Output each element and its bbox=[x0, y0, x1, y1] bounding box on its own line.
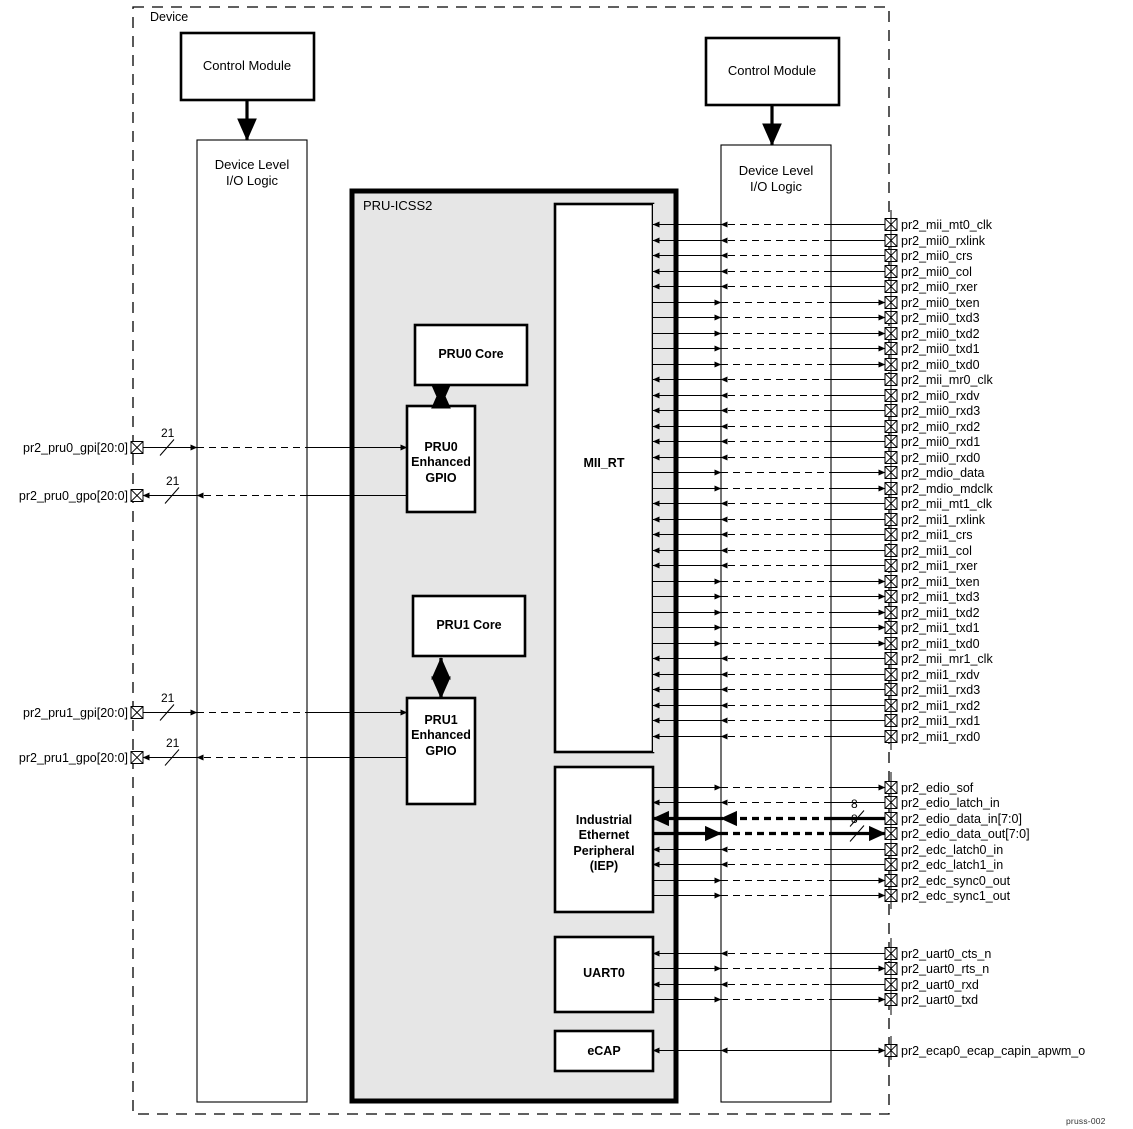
signal-label-pr2_mii0_txd1: pr2_mii0_txd1 bbox=[901, 341, 980, 356]
device-io-logic-right-label: Device Level I/O Logic bbox=[738, 163, 814, 194]
signal-label-pr2_mii0_rxd3: pr2_mii0_rxd3 bbox=[901, 403, 981, 418]
signal-label-pr2_edio_data_out[7:0]: pr2_edio_data_out[7:0] bbox=[901, 826, 1030, 841]
signal-label-pr2_mii1_txd0: pr2_mii1_txd0 bbox=[901, 636, 980, 651]
bus-width-pr2_pru1_gpi[20:0]-slash bbox=[159, 704, 175, 721]
signal-label-pr2_mii_mr0_clk: pr2_mii_mr0_clk bbox=[901, 372, 993, 387]
pru0-gpio-label: PRU0 Enhanced GPIO bbox=[411, 440, 471, 485]
pin-pr2_pru1_gpi[20:0] bbox=[130, 706, 144, 719]
pru1-gpio-block bbox=[405, 696, 477, 806]
signal-label-pr2_edio_sof: pr2_edio_sof bbox=[901, 780, 974, 795]
bus-width-pr2_edio_data_in[7:0]: 8 bbox=[851, 796, 858, 811]
signal-label-pr2_mii_mr1_clk: pr2_mii_mr1_clk bbox=[901, 651, 993, 666]
signal-label-pr2_mii0_col: pr2_mii0_col bbox=[901, 264, 972, 279]
device-label: Device bbox=[150, 10, 189, 24]
ecap-label: eCAP bbox=[587, 1044, 621, 1058]
signal-label-pr2_mii1_rxer: pr2_mii1_rxer bbox=[901, 558, 978, 573]
signal-label-pr2_edio_data_in[7:0]: pr2_edio_data_in[7:0] bbox=[901, 811, 1022, 826]
signal-label-pr2_mii1_rxd2: pr2_mii1_rxd2 bbox=[901, 698, 981, 713]
signal-label-pr2_edc_sync1_out: pr2_edc_sync1_out bbox=[901, 888, 1011, 903]
iep-label: Industrial Ethernet Peripheral (IEP) bbox=[573, 813, 635, 873]
signal-label-pr2_mii0_txd3: pr2_mii0_txd3 bbox=[901, 310, 980, 325]
signal-label-pr2_uart0_txd: pr2_uart0_txd bbox=[901, 992, 979, 1007]
signal-label-pr2_uart0_rxd: pr2_uart0_rxd bbox=[901, 977, 979, 992]
bus-width-pr2_edio_data_out[7:0]: 8 bbox=[851, 811, 858, 826]
signal-label-pr2_mii1_col: pr2_mii1_col bbox=[901, 543, 972, 558]
signal-label-pr2_mii0_rxer: pr2_mii0_rxer bbox=[901, 279, 978, 294]
bus-width-pr2_pru0_gpi[20:0]: 21 bbox=[161, 425, 175, 440]
bus-width-pr2_edio_data_out[7:0]-slash bbox=[849, 825, 865, 842]
bus-width-pr2_pru0_gpo[20:0]-slash bbox=[164, 487, 180, 504]
pru0-gpio-block bbox=[405, 404, 477, 514]
device-io-logic-left-label: Device Level I/O Logic bbox=[214, 157, 290, 188]
signal-label-pr2_mii1_crs: pr2_mii1_crs bbox=[901, 527, 973, 542]
signal-label-pr2_mii0_rxdv: pr2_mii0_rxdv bbox=[901, 388, 980, 403]
signal-label-pr2_ecap0_ecap_capin_apwm_o: pr2_ecap0_ecap_capin_apwm_o bbox=[901, 1043, 1086, 1058]
mii-rt-block bbox=[553, 202, 655, 754]
signal-label-pr2_mii1_txd3: pr2_mii1_txd3 bbox=[901, 589, 980, 604]
signal-label-pr2_pru1_gpo[20:0]: pr2_pru1_gpo[20:0] bbox=[18, 750, 128, 765]
bus-width-pr2_pru1_gpo[20:0]: 21 bbox=[166, 735, 180, 750]
signal-label-pr2_mii1_rxd0: pr2_mii1_rxd0 bbox=[901, 729, 981, 744]
signal-label-pr2_mii1_rxdv: pr2_mii1_rxdv bbox=[901, 667, 980, 682]
mii-rt-label: MII_RT bbox=[583, 456, 625, 470]
pin-pr2_pru0_gpi[20:0] bbox=[130, 441, 144, 454]
signal-label-pr2_edc_sync0_out: pr2_edc_sync0_out bbox=[901, 873, 1011, 888]
signal-label-pr2_mii1_txen: pr2_mii1_txen bbox=[901, 574, 980, 589]
control-module-left-label: Control Module bbox=[202, 58, 292, 73]
pru0-core-label: PRU0 Core bbox=[438, 347, 504, 361]
signal-label-pr2_uart0_cts_n: pr2_uart0_cts_n bbox=[901, 946, 992, 961]
signal-label-pr2_mdio_data: pr2_mdio_data bbox=[901, 465, 985, 480]
signal-label-pr2_mii0_rxd0: pr2_mii0_rxd0 bbox=[901, 450, 981, 465]
pin-pr2_pru0_gpo[20:0] bbox=[130, 489, 144, 502]
signal-label-pr2_mii1_txd2: pr2_mii1_txd2 bbox=[901, 605, 980, 620]
control-module-right-label: Control Module bbox=[727, 63, 817, 78]
signal-label-pr2_mii0_rxd2: pr2_mii0_rxd2 bbox=[901, 419, 981, 434]
signal-label-pr2_pru0_gpi[20:0]: pr2_pru0_gpi[20:0] bbox=[23, 440, 128, 455]
signal-label-pr2_mii_mt0_clk: pr2_mii_mt0_clk bbox=[901, 217, 993, 232]
subsystem-label: PRU-ICSS2 bbox=[363, 198, 433, 213]
signal-label-pr2_mii1_rxd3: pr2_mii1_rxd3 bbox=[901, 682, 981, 697]
mii-bus-band bbox=[653, 204, 671, 752]
bus-width-pr2_pru0_gpi[20:0]-slash bbox=[159, 439, 175, 456]
signal-label-pr2_pru0_gpo[20:0]: pr2_pru0_gpo[20:0] bbox=[18, 488, 128, 503]
device-io-logic-left bbox=[196, 139, 308, 1103]
uart0-label: UART0 bbox=[583, 966, 625, 980]
signal-label-pr2_edc_latch0_in: pr2_edc_latch0_in bbox=[901, 842, 1004, 857]
bus-width-pr2_pru1_gpo[20:0]-slash bbox=[164, 749, 180, 766]
figure-id-tag: pruss-002 bbox=[1066, 1116, 1106, 1126]
signal-label-pr2_mii0_crs: pr2_mii0_crs bbox=[901, 248, 973, 263]
signal-label-pr2_mii0_rxlink: pr2_mii0_rxlink bbox=[901, 233, 986, 248]
signal-label-pr2_uart0_rts_n: pr2_uart0_rts_n bbox=[901, 961, 990, 976]
signal-label-pr2_edc_latch1_in: pr2_edc_latch1_in bbox=[901, 857, 1004, 872]
bus-width-pr2_pru1_gpi[20:0]: 21 bbox=[161, 690, 175, 705]
signal-label-pr2_mii0_txd2: pr2_mii0_txd2 bbox=[901, 326, 980, 341]
signal-label-pr2_mdio_mdclk: pr2_mdio_mdclk bbox=[901, 481, 993, 496]
signal-label-pr2_mii_mt1_clk: pr2_mii_mt1_clk bbox=[901, 496, 993, 511]
iep-block bbox=[553, 765, 655, 914]
bus-width-pr2_edio_data_in[7:0]-slash bbox=[849, 810, 865, 827]
signal-label-pr2_mii0_rxd1: pr2_mii0_rxd1 bbox=[901, 434, 981, 449]
pru1-core-block bbox=[411, 594, 527, 658]
uart0-block bbox=[553, 935, 655, 1014]
signal-label-pr2_mii0_txen: pr2_mii0_txen bbox=[901, 295, 980, 310]
signal-label-pr2_mii0_txd0: pr2_mii0_txd0 bbox=[901, 357, 980, 372]
signal-label-pr2_mii1_rxlink: pr2_mii1_rxlink bbox=[901, 512, 986, 527]
signal-label-pr2_pru1_gpi[20:0]: pr2_pru1_gpi[20:0] bbox=[23, 705, 128, 720]
signal-label-pr2_edio_latch_in: pr2_edio_latch_in bbox=[901, 795, 1000, 810]
signal-label-pr2_mii1_rxd1: pr2_mii1_rxd1 bbox=[901, 713, 981, 728]
signal-label-pr2_mii1_txd1: pr2_mii1_txd1 bbox=[901, 620, 980, 635]
pru1-core-label: PRU1 Core bbox=[436, 618, 502, 632]
pin-pr2_pru1_gpo[20:0] bbox=[130, 751, 144, 764]
pru1-gpio-label: PRU1 Enhanced GPIO bbox=[411, 713, 471, 758]
bus-width-pr2_pru0_gpo[20:0]: 21 bbox=[166, 473, 180, 488]
device-io-logic-right bbox=[720, 144, 832, 1103]
pru0-core-block bbox=[413, 323, 529, 387]
control-module-left bbox=[179, 31, 316, 102]
